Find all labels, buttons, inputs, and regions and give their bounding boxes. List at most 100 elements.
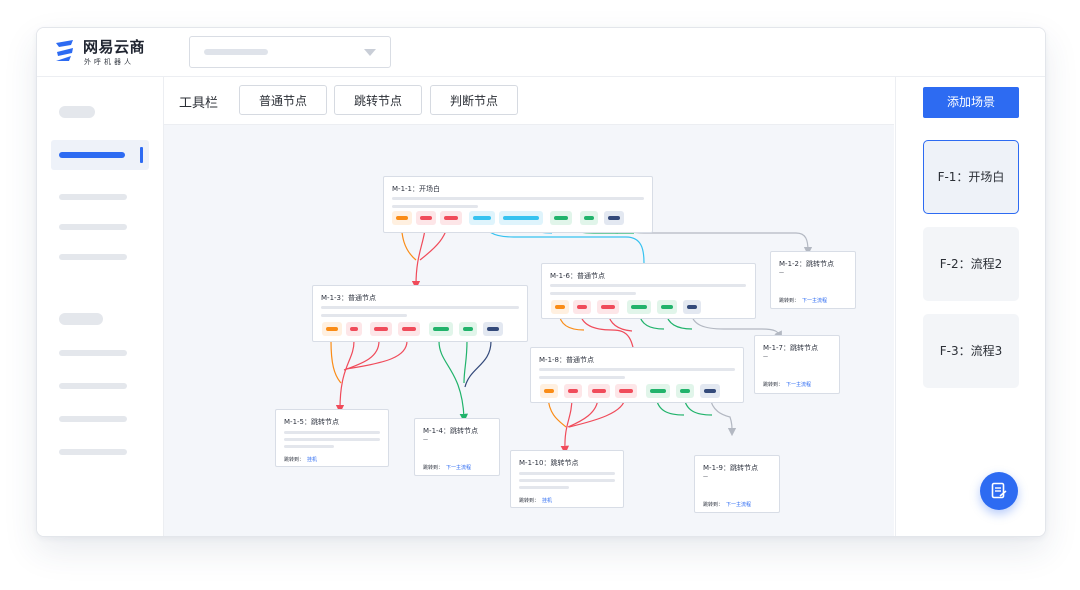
branch-tag[interactable] [392, 211, 412, 225]
flow-node-m-1-7[interactable]: M-1-7：跳转节点 — 跳转到：下一主流程 [754, 335, 840, 394]
branch-tag[interactable] [597, 300, 619, 314]
jump-label: 跳转到： [423, 465, 444, 471]
branch-tag[interactable] [469, 211, 495, 225]
scene-item[interactable]: F-2：流程2 [923, 227, 1019, 301]
jump-label: 跳转到： [779, 298, 800, 304]
branch-tag[interactable] [398, 322, 420, 336]
sidebar-item[interactable] [59, 254, 127, 260]
branch-tag[interactable] [322, 322, 342, 336]
branch-tag[interactable] [700, 384, 720, 398]
branch-tag[interactable] [604, 211, 624, 225]
branch-tag[interactable] [564, 384, 582, 398]
node-title: M-1-10：跳转节点 [519, 459, 579, 467]
node-content-line [321, 306, 519, 309]
jump-target-link[interactable]: 挂机 [542, 498, 553, 504]
sidebar-group-header [59, 313, 103, 325]
connector-line [330, 340, 342, 384]
note-edit-icon [991, 482, 1007, 499]
branch-tag[interactable] [483, 322, 503, 336]
scene-item-active[interactable]: F-1：开场白 [923, 140, 1019, 214]
node-dash: — [703, 474, 708, 480]
sidebar-item[interactable] [59, 350, 127, 356]
add-scene-button[interactable]: 添加场景 [923, 87, 1019, 118]
connector-line [463, 340, 468, 384]
sidebar-item-active-label [59, 152, 125, 158]
flow-canvas[interactable]: M-1-1：开场白 M-1-2：跳转节点 — 跳转到：下一主流程 [164, 125, 894, 536]
node-content-line [284, 438, 380, 441]
logo-mark-icon [56, 40, 73, 61]
sidebar-item[interactable] [59, 194, 127, 200]
sidebar-item[interactable] [59, 224, 127, 230]
branch-tag[interactable] [646, 384, 670, 398]
active-indicator [140, 147, 143, 163]
flow-node-m-1-6[interactable]: M-1-6：普通节点 [541, 263, 756, 319]
jump-target-link[interactable]: 挂机 [307, 457, 318, 463]
flow-node-m-1-9[interactable]: M-1-9：跳转节点 — 跳转到：下一主流程 [694, 455, 780, 513]
flow-node-m-1-4[interactable]: M-1-4：跳转节点 — 跳转到：下一主流程 [414, 418, 500, 476]
branch-tag[interactable] [540, 384, 558, 398]
branch-tag[interactable] [588, 384, 610, 398]
flow-node-m-1-10[interactable]: M-1-10：跳转节点 跳转到：挂机 [510, 450, 624, 508]
flow-node-m-1-3[interactable]: M-1-3：普通节点 [312, 285, 528, 342]
branch-tag[interactable] [615, 384, 637, 398]
node-content-line [519, 486, 569, 489]
branch-tag[interactable] [627, 300, 651, 314]
node-content-line [284, 445, 334, 448]
flow-node-m-1-2[interactable]: M-1-2：跳转节点 — 跳转到：下一主流程 [770, 251, 856, 309]
branch-tag[interactable] [683, 300, 701, 314]
node-jump-info: 跳转到：下一主流程 [763, 381, 811, 388]
node-content-line [550, 284, 746, 287]
sidebar-item[interactable] [59, 416, 127, 422]
jump-target-link[interactable]: 下一主流程 [786, 382, 812, 388]
jump-target-link[interactable]: 下一主流程 [802, 298, 828, 304]
flow-node-m-1-5[interactable]: M-1-5：跳转节点 跳转到：挂机 [275, 409, 389, 467]
logo-name: 网易云商 [83, 38, 146, 56]
jump-node-button[interactable]: 跳转节点 [334, 85, 422, 115]
node-content-line [321, 314, 407, 317]
branch-tags [542, 300, 755, 318]
node-content-line [284, 431, 380, 434]
connector-line [464, 340, 492, 388]
node-dash: — [763, 354, 768, 360]
branch-tags [313, 322, 527, 340]
branch-tag[interactable] [499, 211, 543, 225]
branch-tag[interactable] [550, 211, 572, 225]
branch-tag[interactable] [440, 211, 462, 225]
flow-node-m-1-1[interactable]: M-1-1：开场白 [383, 176, 653, 233]
flow-node-m-1-8[interactable]: M-1-8：普通节点 [530, 347, 744, 403]
toolbar: 工具栏 普通节点 跳转节点 判断节点 [164, 77, 894, 125]
node-title: M-1-7：跳转节点 [763, 344, 818, 352]
branch-tag[interactable] [459, 322, 477, 336]
branch-tag[interactable] [580, 211, 598, 225]
sidebar-item[interactable] [59, 383, 127, 389]
connector-line [343, 340, 380, 371]
jump-target-link[interactable]: 下一主流程 [446, 465, 472, 471]
sidebar-item-active[interactable] [51, 140, 149, 170]
branch-tag[interactable] [551, 300, 569, 314]
branch-tag[interactable] [676, 384, 694, 398]
branch-tag[interactable] [573, 300, 591, 314]
node-title: M-1-5：跳转节点 [284, 418, 339, 426]
node-content-line [519, 472, 615, 475]
normal-node-button[interactable]: 普通节点 [239, 85, 327, 115]
sidebar-item[interactable] [59, 449, 127, 455]
node-title: M-1-1：开场白 [392, 185, 440, 193]
sidebar [37, 77, 164, 536]
judge-node-button[interactable]: 判断节点 [430, 85, 518, 115]
top-select[interactable] [189, 36, 391, 68]
jump-label: 跳转到： [763, 382, 784, 388]
branch-tag[interactable] [370, 322, 392, 336]
note-edit-button[interactable] [980, 472, 1018, 510]
node-title: M-1-8：普通节点 [539, 356, 594, 364]
branch-tag[interactable] [429, 322, 453, 336]
connector-line [690, 312, 782, 340]
branch-tag[interactable] [346, 322, 362, 336]
branch-tags [531, 384, 743, 402]
connector-line [345, 340, 408, 370]
connector-line [438, 340, 469, 423]
jump-target-link[interactable]: 下一主流程 [726, 502, 752, 508]
scene-item[interactable]: F-3：流程3 [923, 314, 1019, 388]
branch-tag[interactable] [657, 300, 677, 314]
node-content-line [550, 292, 636, 295]
branch-tag[interactable] [416, 211, 436, 225]
